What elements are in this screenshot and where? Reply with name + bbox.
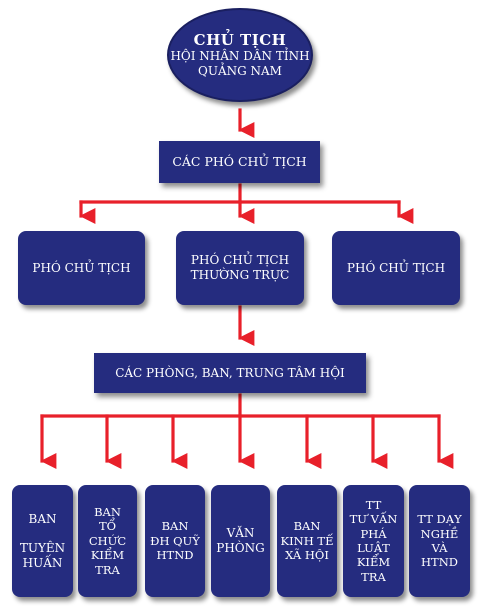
chairman-title: CHỦ TỊCH xyxy=(193,30,287,49)
dept-fund-line-1: BAN xyxy=(161,519,189,534)
vice-chair-right-label: PHÓ CHỦ TỊCH xyxy=(346,260,446,275)
dept-vocational-center-line-4: HTND xyxy=(421,555,458,570)
dept-legal-center-node: TT TƯ VẤN PHÁ LUẬT KIỂM TRA xyxy=(343,485,404,597)
dept-office-node: VĂN PHÒNG xyxy=(211,485,270,597)
dept-organization-line-5: TRA xyxy=(95,562,120,577)
vice-chair-left-node: PHÓ CHỦ TỊCH xyxy=(18,231,145,305)
dept-organization-node: BAN TỔ CHỨC KIỂM TRA xyxy=(78,485,137,597)
vice-chair-right-node: PHÓ CHỦ TỊCH xyxy=(332,231,460,305)
dept-fund-node: BAN ĐH QUỸ HTND xyxy=(145,485,205,597)
dept-organization-line-4: KIỂM xyxy=(90,548,125,563)
chairman-line-1: HỘI NHÂN DÂN TỈNH xyxy=(170,49,310,64)
chairman-node: CHỦ TỊCH HỘI NHÂN DÂN TỈNH QUẢNG NAM xyxy=(167,8,313,102)
dept-legal-center-line-5: KIỂM xyxy=(356,555,391,570)
departments-group-node: CÁC PHÒNG, BAN, TRUNG TÂM HỘI xyxy=(94,353,366,393)
dept-office-line-1: VĂN xyxy=(226,526,255,540)
dept-vocational-center-line-2: NGHỀ xyxy=(420,526,459,541)
dept-legal-center-line-2: TƯ VẤN xyxy=(349,512,398,527)
vice-chair-left-label: PHÓ CHỦ TỊCH xyxy=(32,260,131,275)
dept-organization-line-1: BAN xyxy=(94,505,121,520)
vice-chairs-group-label: CÁC PHÓ CHỦ TỊCH xyxy=(172,154,307,170)
dept-legal-center-line-1: TT xyxy=(365,497,382,512)
vice-chair-standing-line-2: THƯỜNG TRỰC xyxy=(190,268,290,282)
dept-organization-line-3: CHỨC xyxy=(88,533,127,548)
dept-economic-social-line-3: XÃ HỘI xyxy=(285,548,329,563)
dept-office-line-2: PHÒNG xyxy=(216,541,265,555)
vice-chair-standing-node: PHÓ CHỦ TỊCH THƯỜNG TRỰC xyxy=(176,231,304,305)
departments-group-label: CÁC PHÒNG, BAN, TRUNG TÂM HỘI xyxy=(115,365,345,380)
dept-vocational-center-node: TT DẠY NGHỀ VÀ HTND xyxy=(409,485,470,597)
dept-fund-line-3: HTND xyxy=(156,548,194,563)
dept-organization-line-2: TỔ xyxy=(98,519,117,534)
dept-economic-social-line-1: BAN xyxy=(293,519,321,534)
vice-chairs-group-node: CÁC PHÓ CHỦ TỊCH xyxy=(159,141,320,183)
dept-propaganda-line-3: HUẤN xyxy=(22,555,63,570)
dept-propaganda-line-2: TUYÊN xyxy=(19,540,66,555)
dept-fund-line-2: ĐH QUỸ xyxy=(150,533,200,548)
dept-economic-social-line-2: KINH TẾ xyxy=(280,533,334,548)
dept-vocational-center-line-1: TT DẠY xyxy=(417,512,462,527)
dept-economic-social-node: BAN KINH TẾ XÃ HỘI xyxy=(277,485,337,597)
dept-legal-center-line-3: PHÁ xyxy=(360,526,387,541)
vice-chair-standing-line-1: PHÓ CHỦ TỊCH xyxy=(190,253,290,267)
dept-legal-center-line-4: LUẬT xyxy=(357,541,390,555)
dept-legal-center-line-6: TRA xyxy=(361,569,386,584)
dept-propaganda-node: BAN TUYÊN HUẤN xyxy=(12,485,73,597)
dept-propaganda-line-1: BAN xyxy=(28,511,57,526)
dept-vocational-center-line-3: VÀ xyxy=(431,541,448,555)
chairman-line-2: QUẢNG NAM xyxy=(198,64,282,79)
